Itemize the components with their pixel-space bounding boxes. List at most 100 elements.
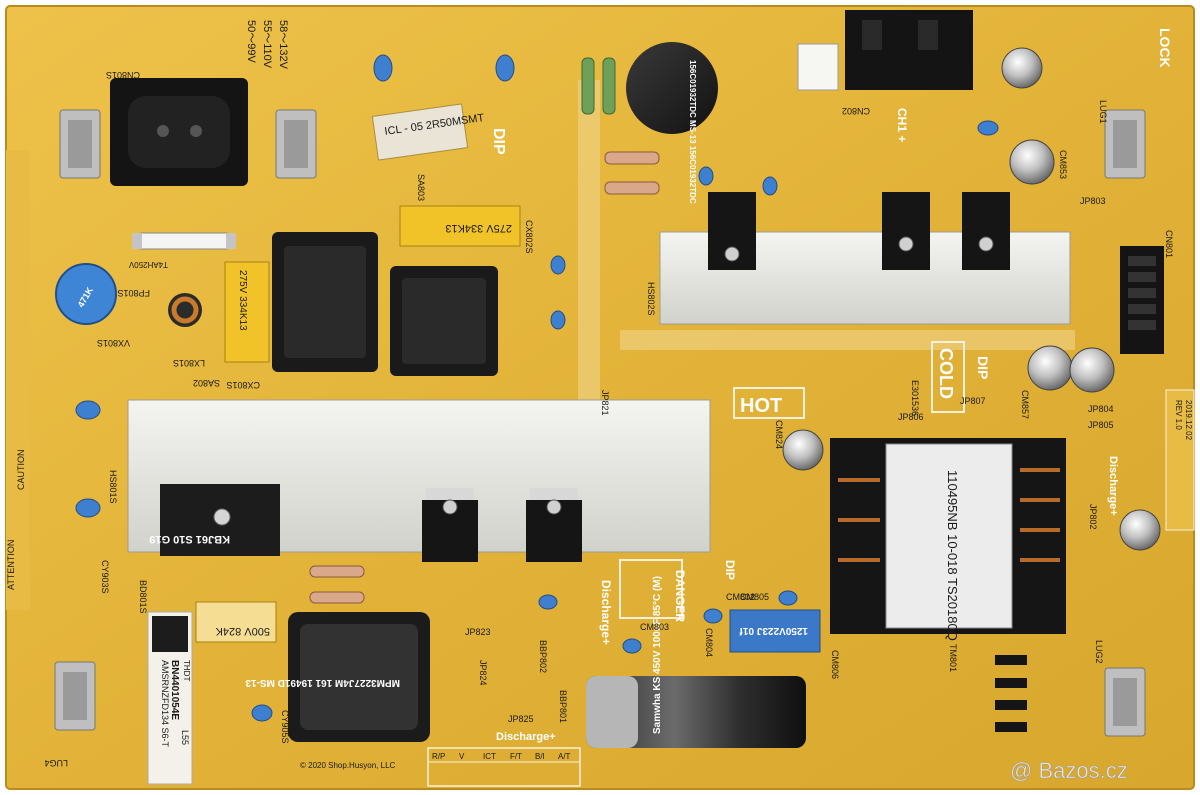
secondary-diode-1	[708, 192, 756, 270]
svg-text:E301536: E301536	[910, 380, 920, 416]
svg-text:LX801S: LX801S	[173, 358, 205, 368]
mosfet-primary-1	[422, 488, 478, 562]
svg-text:JP821: JP821	[600, 390, 610, 416]
output-connector-right: CN801	[1120, 230, 1174, 354]
svg-text:CX802S: CX802S	[524, 220, 534, 254]
dip-top-label: DIP	[490, 128, 507, 155]
svg-text:SA802: SA802	[193, 378, 220, 388]
hot-label: HOT	[733, 387, 805, 419]
y-capacitor-yellow: 500V 824K	[195, 601, 277, 643]
svg-text:Samwha KS 450V 100uF 85°C (M: Samwha KS 450V 100uF 85°C (M)	[652, 576, 663, 734]
copyright-text: © 2020 Shop.Husyon, LLC	[300, 761, 396, 770]
output-filter-coil: MPM3227J4M 161 19491D MS-13	[245, 612, 430, 742]
svg-text:JP802: JP802	[1088, 504, 1098, 530]
left-warning-strip: ATTENTION CAUTION	[6, 150, 30, 610]
svg-text:58～132V: 58～132V	[277, 20, 289, 70]
electrolytic-cap-cm858	[1001, 47, 1043, 89]
resistors	[309, 57, 660, 604]
svg-text:CM802: CM802	[726, 592, 755, 602]
svg-text:FP801S: FP801S	[117, 288, 150, 298]
x-capacitor-2: 275V 334K13 CX802S	[399, 205, 534, 254]
svg-text:275V 334K13: 275V 334K13	[237, 270, 248, 331]
svg-text:THDT: THDT	[182, 660, 191, 681]
lug-3b	[275, 109, 317, 179]
diodes-bottom-right	[995, 655, 1027, 732]
svg-text:HS801S: HS801S	[108, 470, 118, 504]
svg-text:DIP: DIP	[723, 560, 737, 580]
danger-block: DANGER Discharge+ DIP	[599, 559, 737, 645]
lug-2: LUG2	[1094, 640, 1146, 737]
svg-text:55～110V: 55～110V	[261, 20, 273, 69]
secondary-diode-3	[962, 192, 1010, 270]
fuse: T4AH250V FP801S	[117, 232, 236, 298]
svg-text:COLD: COLD	[936, 348, 956, 399]
small-choke: LX801S	[168, 293, 205, 368]
jumper-labels: JP821 JP823 JP824 JP825 JP806 JP807 JP80…	[100, 196, 1114, 744]
svg-text:DANGER: DANGER	[673, 570, 687, 622]
part-sticker: BN4401054E AMSRNZFD134 S6-T L55 THDT	[147, 611, 193, 785]
svg-text:JP823: JP823	[465, 627, 491, 637]
svg-text:REV 1.0: REV 1.0	[1174, 400, 1183, 430]
svg-text:CY903S: CY903S	[100, 560, 110, 594]
svg-text:CM805: CM805	[740, 592, 769, 602]
common-mode-choke-2	[390, 266, 498, 376]
svg-text:CM853: CM853	[1058, 150, 1068, 179]
attention-text: ATTENTION	[6, 540, 16, 590]
lug-1: LUG1	[1098, 100, 1146, 179]
svg-text:2019.12.02: 2019.12.02	[1184, 400, 1193, 441]
svg-text:SA803: SA803	[416, 174, 426, 201]
varistor: 471K VX801S	[55, 263, 130, 348]
bridge-rectifier: KBJ61 S10 G19 BD801S	[138, 484, 280, 614]
electrolytic-cap-cm824: CM824	[774, 420, 824, 471]
right-info-strip: REV 1.0 2019.12.02	[1165, 389, 1195, 531]
svg-text:CN801S: CN801S	[106, 70, 140, 80]
svg-text:KBJ61 S10 G19: KBJ61 S10 G19	[149, 533, 230, 545]
table-header-2: ICT	[483, 752, 496, 761]
svg-text:CX801S: CX801S	[226, 380, 260, 390]
cold-label: COLD	[931, 341, 965, 413]
svg-text:1250V223J 01f: 1250V223J 01f	[739, 625, 808, 636]
lock-label: LOCK	[1157, 28, 1173, 68]
svg-text:L55: L55	[180, 730, 190, 745]
table-header-5: A/T	[558, 752, 571, 761]
table-header-3: F/T	[510, 752, 522, 761]
svg-text:CY905S: CY905S	[280, 710, 290, 744]
svg-text:50～99V: 50～99V	[245, 20, 257, 63]
svg-text:275V 334K13: 275V 334K13	[445, 222, 512, 234]
svg-text:LUG4: LUG4	[44, 758, 68, 768]
svg-text:LUG1: LUG1	[1098, 100, 1108, 124]
discharge-bottom: Discharge+	[496, 731, 556, 743]
svg-text:JP807: JP807	[960, 396, 986, 406]
main-transformer: 110495NB 10-018 TS20180Q	[830, 438, 1066, 641]
svg-text:BD801S: BD801S	[138, 580, 148, 614]
svg-text:BN4401054E: BN4401054E	[169, 660, 180, 720]
svg-text:TM801: TM801	[948, 644, 958, 672]
svg-text:HOT: HOT	[740, 395, 782, 417]
table-header-4: B/I	[535, 752, 545, 761]
svg-text:BBP802: BBP802	[538, 640, 548, 673]
electrolytic-cap-cm853: CM853	[1009, 139, 1068, 185]
svg-text:JP806: JP806	[898, 412, 924, 422]
svg-text:VX801S: VX801S	[97, 338, 130, 348]
svg-text:CM804: CM804	[704, 628, 714, 657]
caution-text: CAUTION	[16, 450, 26, 491]
electrolytic-cap-cm856	[1119, 509, 1161, 551]
ch1-label: CH1 +	[895, 108, 909, 142]
y-capacitors	[75, 54, 999, 722]
output-connector-top: CN802	[842, 10, 973, 116]
svg-text:JP824: JP824	[478, 660, 488, 686]
svg-text:CM824: CM824	[774, 420, 784, 449]
svg-text:MPM3227J4M 161 19491D MS-13: MPM3227J4M 161 19491D MS-13	[245, 677, 400, 688]
svg-text:JP825: JP825	[508, 714, 534, 724]
svg-text:JP804: JP804	[1088, 404, 1114, 414]
svg-text:T4AH250V: T4AH250V	[128, 260, 168, 269]
svg-text:JP803: JP803	[1080, 196, 1106, 206]
common-mode-choke-1	[272, 232, 378, 372]
svg-text:CM857: CM857	[1020, 390, 1030, 419]
bulk-capacitor: Samwha KS 450V 100uF 85°C (M) BBP801	[558, 576, 806, 748]
table-header-0: R/P	[432, 752, 445, 761]
svg-text:CM806: CM806	[830, 650, 840, 679]
svg-text:LUG2: LUG2	[1094, 640, 1104, 664]
